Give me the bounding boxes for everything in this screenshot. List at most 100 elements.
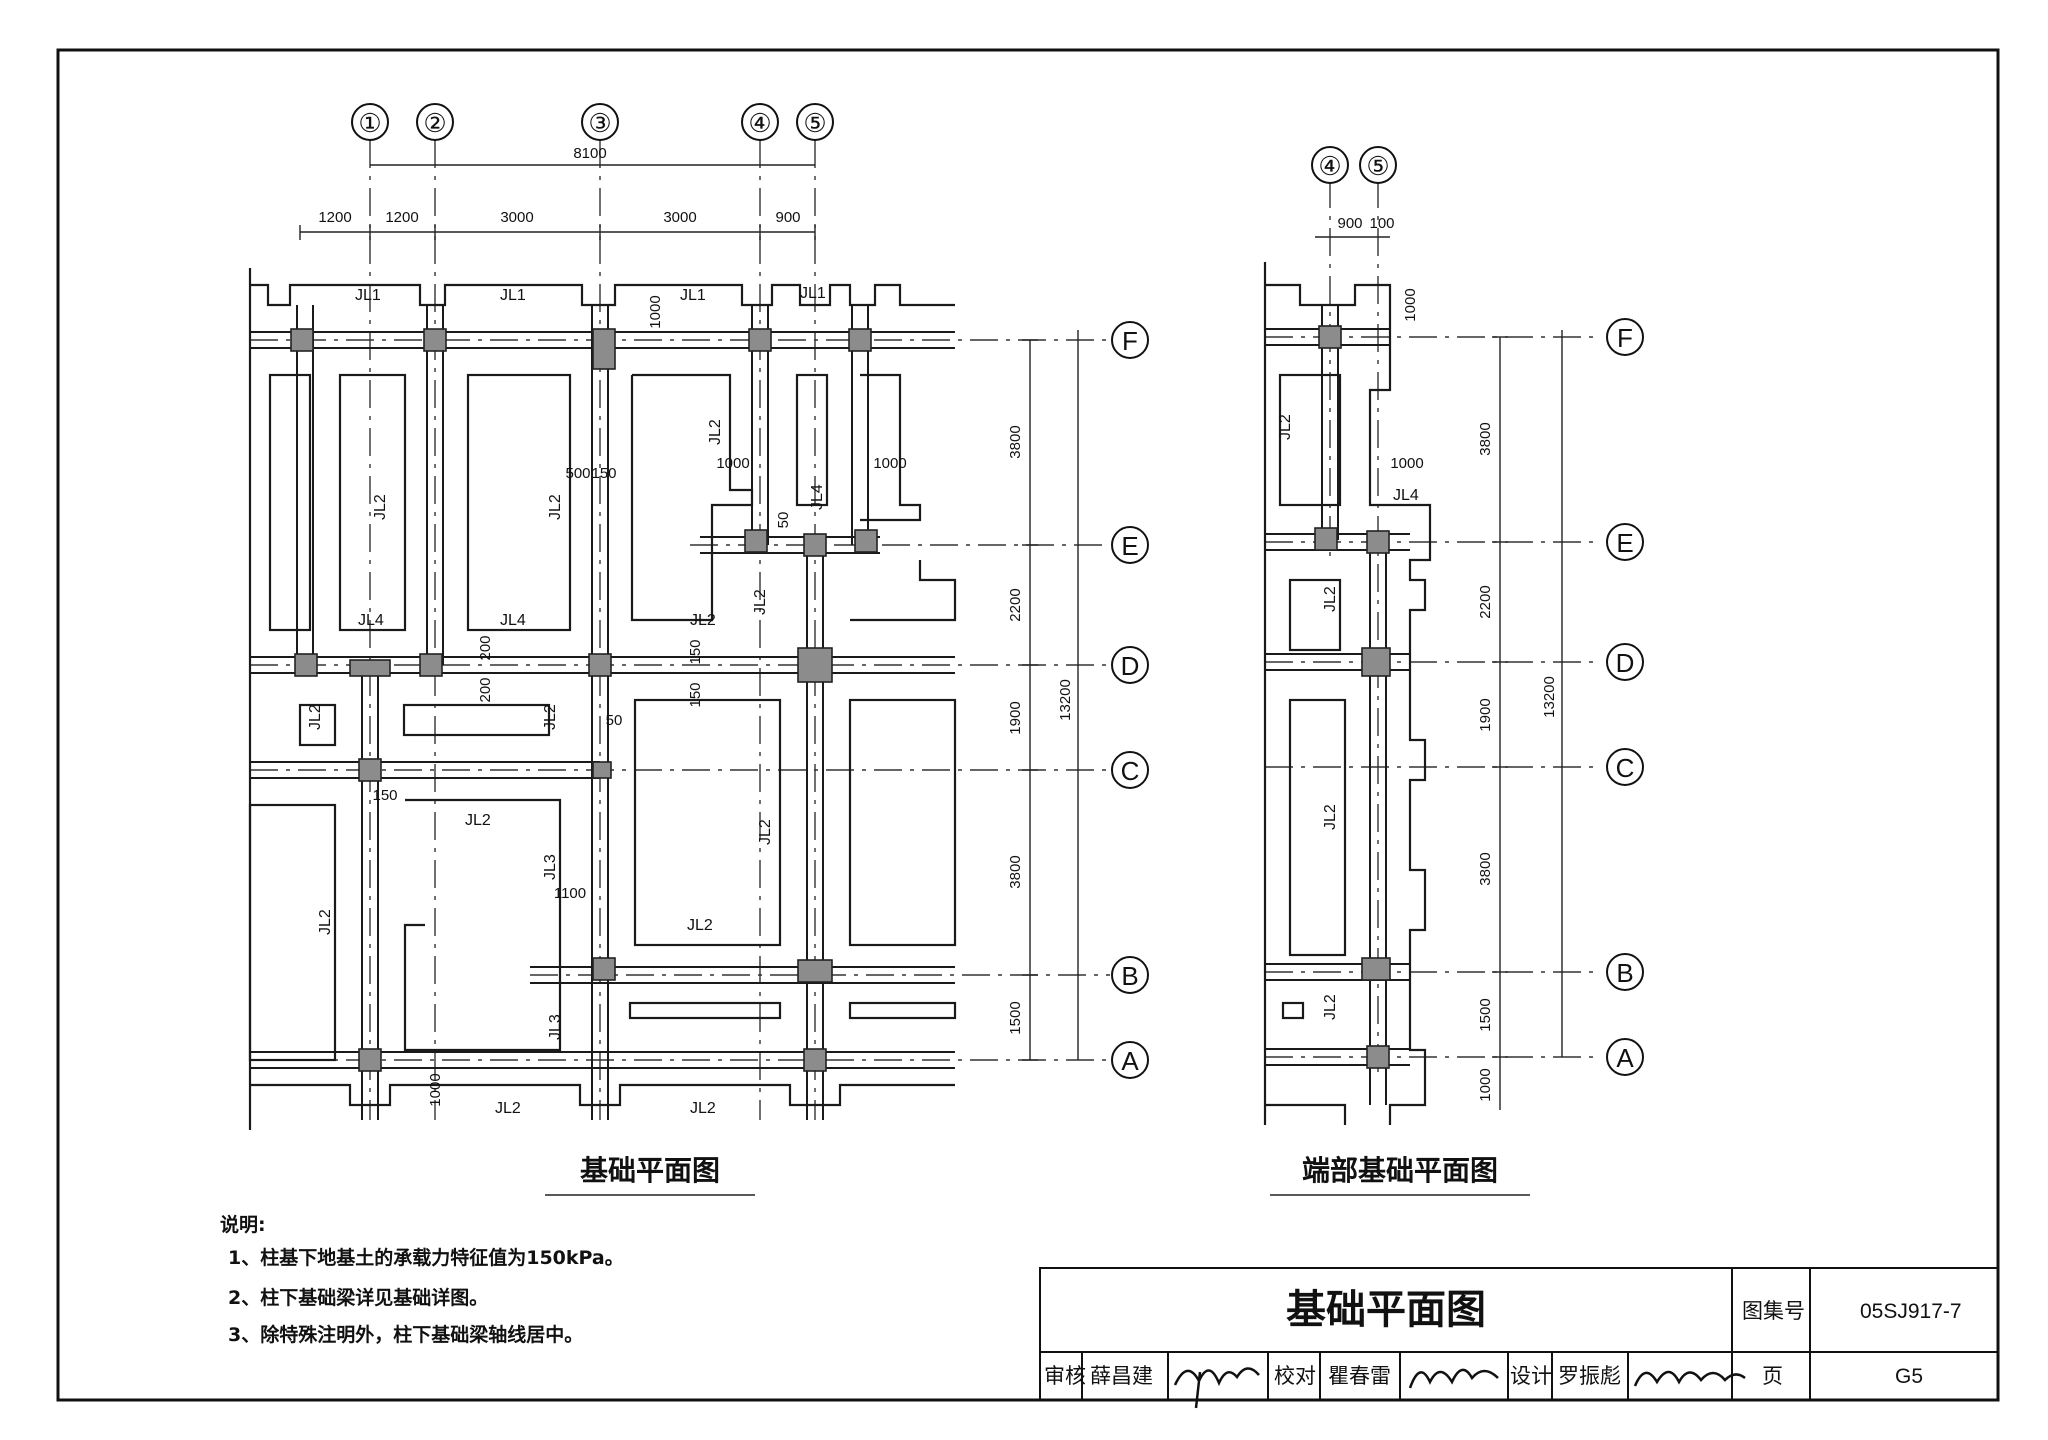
axis-label-col: ⑤	[1366, 151, 1389, 181]
dim-misc: 150	[687, 639, 704, 664]
dim-right: 1900	[1477, 698, 1494, 731]
axis-label-col: ①	[358, 108, 381, 138]
page-value: G5	[1895, 1365, 1923, 1388]
sheet-frame	[56, 48, 2000, 1402]
dim-misc: 200	[477, 635, 494, 660]
column-pad	[419, 653, 443, 677]
checker-name: 瞿春雷	[1328, 1365, 1391, 1388]
plan-beam-labels: JL1 JL1 JL1 JL1 JL2 JL2 JL2 JL2 JL2 JL2 …	[307, 285, 826, 1117]
dim-span-right: 13200	[1057, 679, 1074, 721]
review-label: 审核	[1044, 1365, 1086, 1388]
title-block: 基础平面图 图集号 05SJ917-7 页 G5 审核 薛昌建 校对 瞿春雷 设…	[1039, 1267, 1999, 1409]
beam-label: JL4	[809, 484, 826, 510]
beam-label: JL4	[500, 612, 526, 629]
plan-columns	[290, 328, 878, 1072]
beam-label: JL2	[547, 494, 564, 520]
dim-misc: 1000	[1402, 288, 1419, 321]
beam-label: JL2	[307, 704, 324, 730]
dim-right: 3800	[1007, 855, 1024, 888]
plan-title: 基础平面图	[580, 1155, 720, 1186]
beam-label: JL2	[690, 1100, 716, 1117]
axis-label-row: B	[1616, 958, 1633, 988]
beam-label: JL2	[1322, 804, 1339, 830]
column-pad	[854, 529, 878, 553]
column-pad	[592, 957, 616, 981]
column-pad	[744, 529, 768, 553]
dim-right: 3800	[1477, 852, 1494, 885]
column-pad	[592, 328, 616, 370]
beam-label: JL2	[317, 909, 334, 935]
dim-top: 1200	[385, 209, 418, 226]
dim-misc: 1100	[554, 885, 586, 902]
dim-misc: 150	[372, 787, 397, 804]
dim-right: 1500	[1477, 998, 1494, 1031]
dim-misc: 1000	[427, 1073, 444, 1106]
dim-top: 900	[775, 209, 800, 226]
end-axis-bubbles: ④ ⑤ F E D C B A	[1311, 146, 1644, 1076]
column-pad	[423, 328, 447, 352]
dim-misc: 200	[477, 677, 494, 702]
axis-label-row: E	[1121, 531, 1138, 561]
axis-label-row: B	[1121, 961, 1138, 991]
column-pad	[1361, 957, 1391, 981]
dim-right: 3800	[1007, 425, 1024, 458]
plan-top-dimensions: 8100 1200 1200 3000 3000 900	[299, 145, 816, 240]
beam-label: JL2	[1322, 586, 1339, 612]
title-block-title: 基础平面图	[1286, 1288, 1486, 1332]
beam-label: JL2	[690, 612, 716, 629]
end-columns	[1314, 325, 1391, 1069]
atlas-number-value: 05SJ917-7	[1860, 1300, 1962, 1323]
end-axis-lines	[1265, 180, 1600, 1080]
dim-span-right: 13200	[1541, 676, 1558, 718]
beam-label: JL2	[757, 819, 774, 845]
dim-misc: 1000	[716, 455, 749, 472]
column-pad	[1318, 325, 1342, 349]
column-pad	[1366, 1045, 1390, 1069]
column-pad	[803, 533, 827, 557]
axis-label-col: ④	[748, 108, 771, 138]
dim-span-top: 8100	[573, 145, 606, 162]
axis-label-col: ⑤	[803, 108, 826, 138]
dim-misc: 50	[606, 712, 623, 729]
axis-label-row: A	[1616, 1043, 1634, 1073]
column-pad	[358, 758, 382, 782]
dim-misc: 500	[565, 465, 590, 482]
reviewer-name: 薛昌建	[1090, 1365, 1153, 1388]
dim-top: 3000	[663, 209, 696, 226]
beam-label: JL2	[687, 917, 713, 934]
dim-right: 1500	[1007, 1001, 1024, 1034]
beam-label: JL2	[372, 494, 389, 520]
designer-name: 罗振彪	[1558, 1365, 1621, 1388]
beam-label: JL1	[355, 287, 381, 304]
beam-label: JL4	[358, 612, 384, 629]
note-item: 2、柱下基础梁详见基础详图。	[228, 1287, 489, 1309]
beam-label: JL2	[752, 589, 769, 615]
notes-heading: 说明:	[220, 1214, 266, 1236]
design-label: 设计	[1510, 1365, 1552, 1388]
dim-top: 1200	[318, 209, 351, 226]
end-beam-labels: JL2 JL4 JL2 JL2 JL2	[1277, 414, 1419, 1020]
dim-right: 2200	[1477, 585, 1494, 618]
beam-label: JL1	[800, 285, 826, 302]
checker-signature	[1408, 1368, 1499, 1389]
beam-label: JL2	[707, 419, 724, 445]
beam-label: JL2	[542, 704, 559, 730]
axis-label-row: A	[1121, 1046, 1139, 1076]
plan-foundation-outline	[248, 268, 957, 1130]
column-pad	[797, 647, 833, 683]
dim-right: 1900	[1007, 701, 1024, 734]
column-pad	[848, 328, 872, 352]
column-pad	[588, 653, 612, 677]
column-pad	[592, 761, 612, 779]
column-pad	[358, 1048, 382, 1072]
reviewer-signature	[1173, 1367, 1260, 1409]
atlas-number-label: 图集号	[1742, 1300, 1805, 1323]
dim-misc: 1000	[647, 295, 664, 328]
axis-label-row: D	[1616, 648, 1635, 678]
column-pad	[294, 653, 318, 677]
column-pad	[1366, 530, 1390, 554]
check-label: 校对	[1274, 1365, 1316, 1388]
dim-misc: 150	[687, 682, 704, 707]
dim-top: 900	[1337, 215, 1362, 232]
axis-label-col: ②	[423, 108, 446, 138]
